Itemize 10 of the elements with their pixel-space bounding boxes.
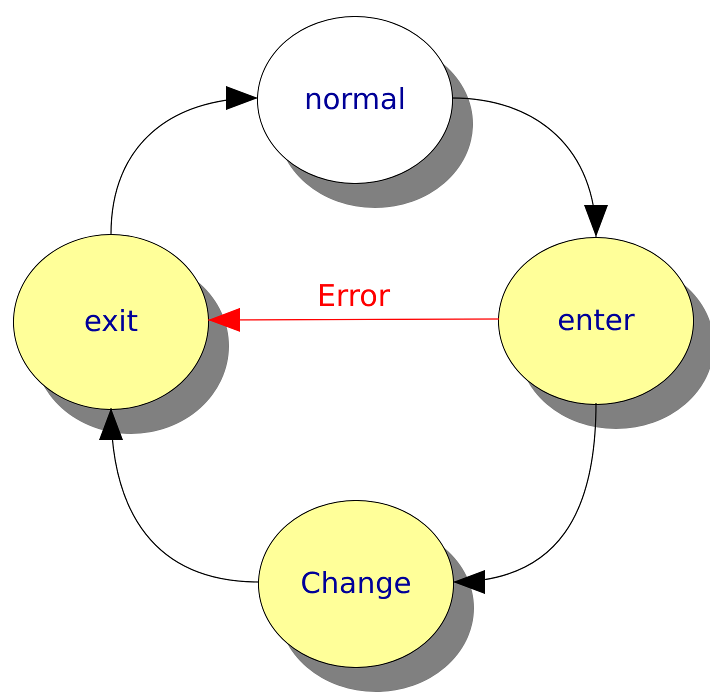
arrow [208,308,499,332]
state-label: Change [300,565,412,602]
state-label: enter [557,302,635,340]
arrow [110,88,258,234]
arrow [100,408,260,583]
state-label: exit [84,303,138,340]
state-label: normal [304,81,406,118]
edge-label: Error [316,282,390,312]
arrow [452,97,606,238]
arrow [452,402,597,592]
